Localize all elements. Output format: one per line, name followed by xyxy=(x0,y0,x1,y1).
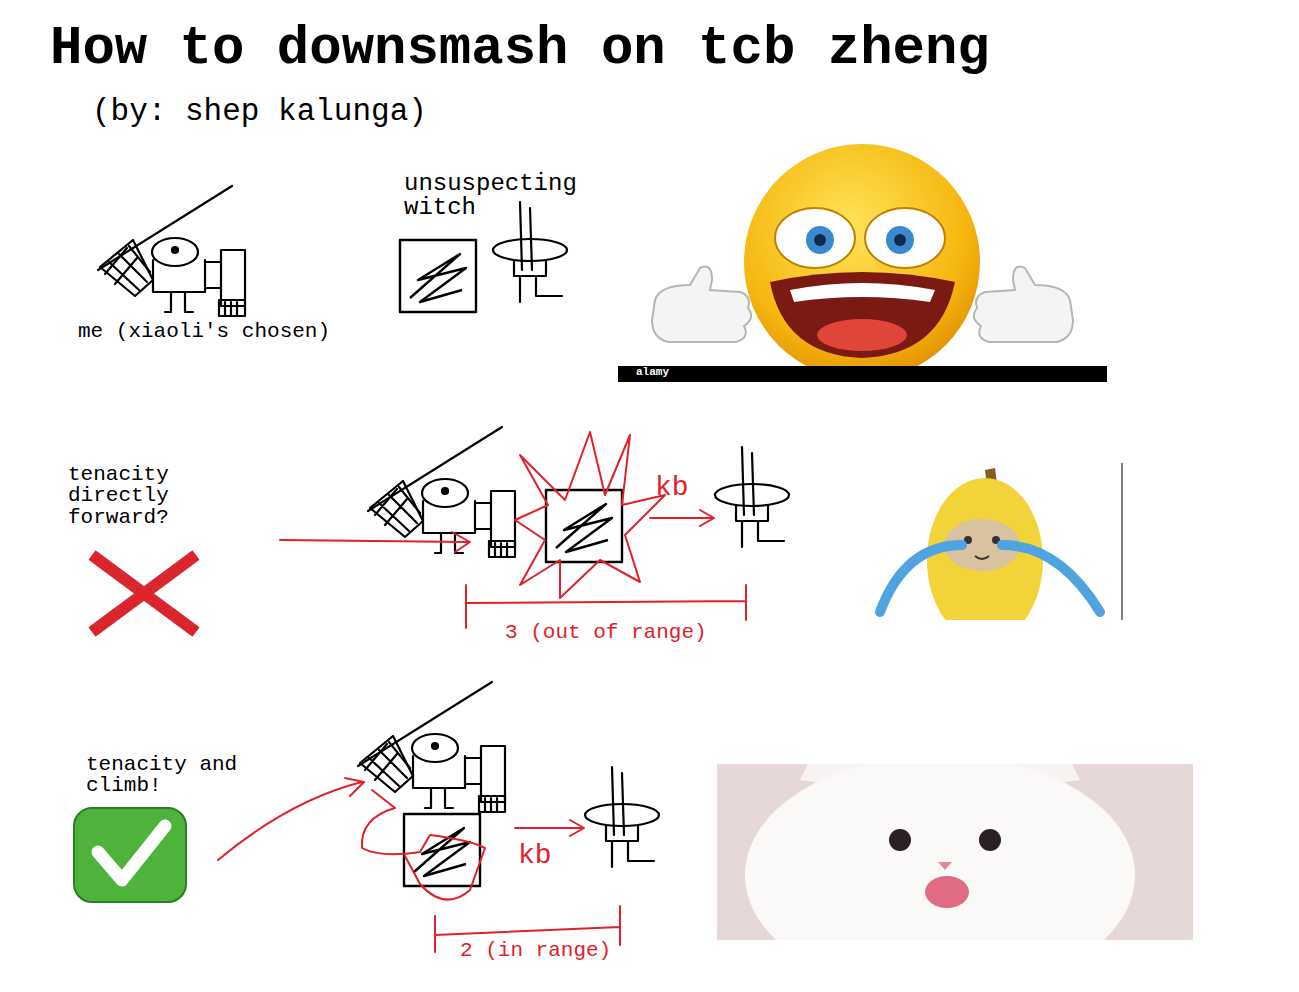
knockback-label: kb xyxy=(518,842,568,871)
knockback-label: kb xyxy=(655,474,705,503)
option-label: tenacity and climb! xyxy=(86,754,261,797)
watermark: alamy xyxy=(636,367,696,378)
dimension-label: 3 (out of range) xyxy=(505,622,745,643)
witch-label: unsuspecting witch xyxy=(404,172,599,221)
option-label: tenacity directly forward? xyxy=(68,464,188,528)
player-label: me (xiaoli's chosen) xyxy=(78,321,378,342)
author-credit: (by: shep kalunga) xyxy=(92,96,512,128)
dimension-label: 2 (in range) xyxy=(460,940,660,961)
page-title: How to downsmash on tcb zheng xyxy=(50,18,990,79)
